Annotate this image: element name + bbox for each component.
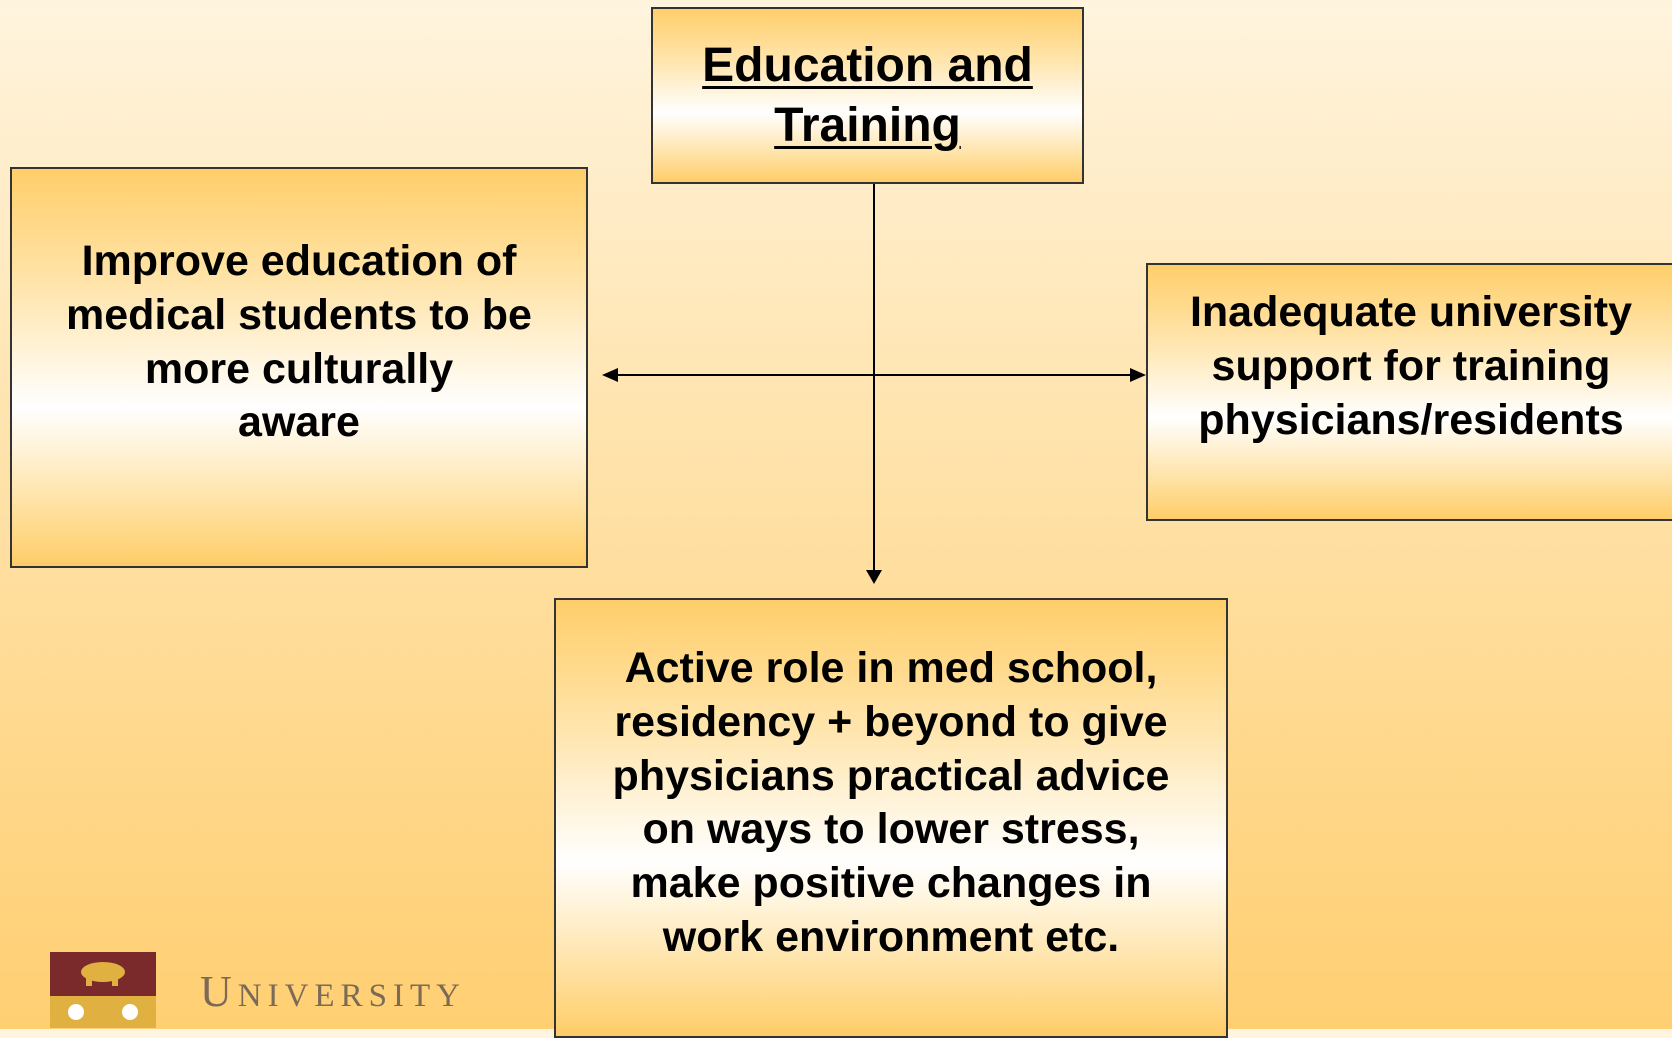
arrowhead-down — [866, 570, 882, 584]
node-active-role-label: Active role in med school, residency + b… — [612, 644, 1170, 961]
wordmark-rest: NIVERSITY — [237, 978, 466, 1014]
node-improve-education: Improve education of medical students to… — [10, 167, 588, 568]
node-education-and-training: Education and Training — [651, 7, 1084, 184]
wordmark-first-letter: U — [200, 967, 238, 1016]
node-improve-education-label: Improve education of medical students to… — [66, 237, 532, 447]
university-wordmark: UNIVERSITY — [200, 970, 466, 1014]
arrowhead-left — [602, 368, 618, 382]
node-inadequate-support-label: Inadequate university support for traini… — [1189, 288, 1633, 444]
node-education-and-training-label: Education and Training — [702, 38, 1033, 152]
node-inadequate-support: Inadequate university support for traini… — [1146, 263, 1672, 521]
arrowhead-right — [1130, 368, 1146, 382]
university-crest-icon — [50, 952, 156, 1028]
node-active-role: Active role in med school, residency + b… — [554, 598, 1228, 1038]
